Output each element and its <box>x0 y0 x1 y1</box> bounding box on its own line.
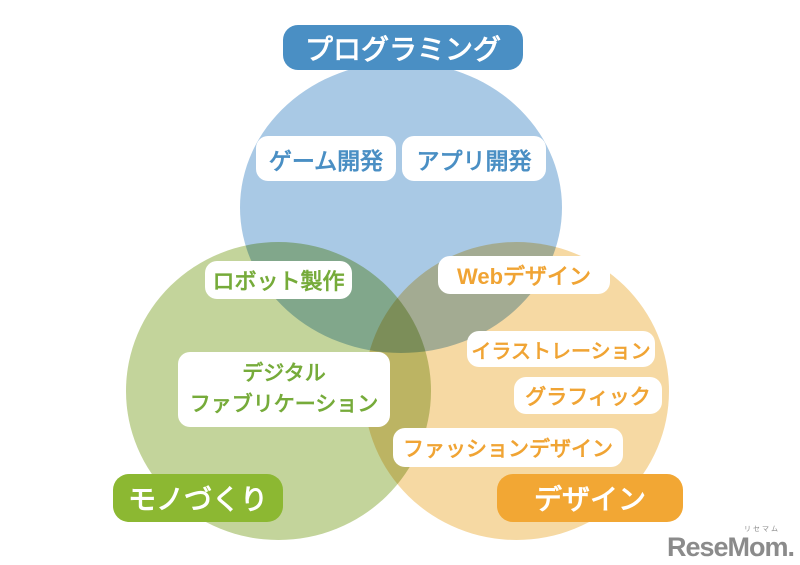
item-illustration: イラストレーション <box>467 331 655 367</box>
item-fashion-design: ファッションデザイン <box>393 428 623 467</box>
programming-title-badge: プログラミング <box>283 25 523 70</box>
item-digital-fabrication-line1: デジタル <box>242 362 326 386</box>
monozukuri-title-badge: モノづくり <box>113 474 283 522</box>
item-digital-fabrication: デジタル ファブリケーション <box>178 352 390 427</box>
item-app-development: アプリ開発 <box>402 136 546 181</box>
resemom-logo: リセマム ReseMom. <box>666 526 795 562</box>
design-title-badge: デザイン <box>497 474 683 522</box>
resemom-logo-text: ReseMom. <box>666 532 795 562</box>
item-graphic: グラフィック <box>514 377 662 414</box>
resemom-logo-ruby: リセマム <box>744 526 780 533</box>
item-web-design: Webデザイン <box>438 256 610 294</box>
item-robot-production: ロボット製作 <box>205 261 352 299</box>
item-game-development: ゲーム開発 <box>256 136 396 181</box>
item-digital-fabrication-line2: ファブリケーション <box>189 392 379 416</box>
